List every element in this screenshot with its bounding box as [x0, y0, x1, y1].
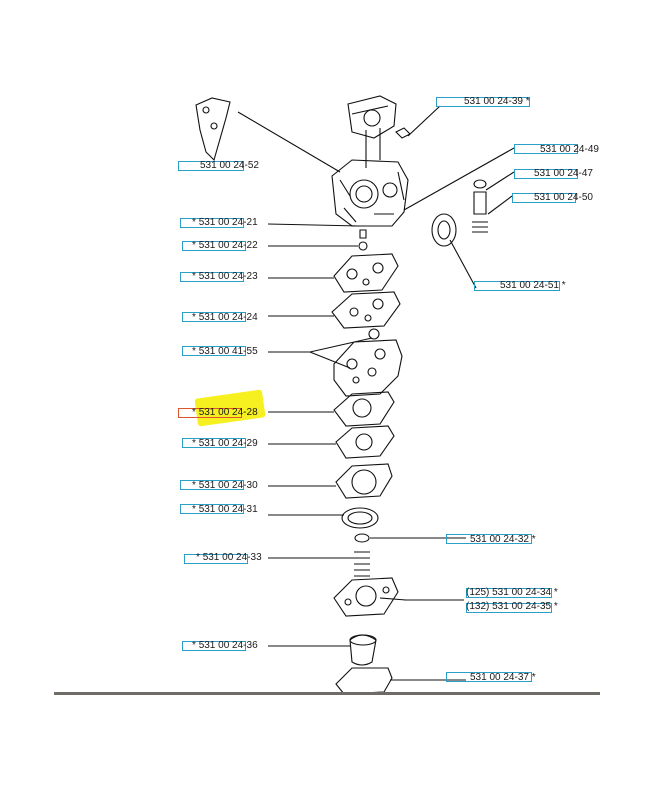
callout-box-c55[interactable] — [182, 346, 246, 356]
callout-text: 531 00 24-21 — [198, 217, 258, 228]
gasket-28 — [333, 391, 395, 427]
callout-text: 531 00 24-51 — [500, 280, 559, 291]
callout-box-c28-selected[interactable] — [178, 408, 242, 418]
callout-c39[interactable]: 531 00 24-39 * — [464, 96, 530, 108]
callout-star: * — [192, 640, 196, 651]
callout-star: * — [192, 271, 196, 282]
callout-text: 531 00 24-37 — [470, 672, 529, 683]
top-cap-part — [347, 95, 397, 139]
callout-c30[interactable]: * 531 00 24-30 — [192, 480, 258, 492]
callout-star: * — [192, 407, 196, 418]
callout-box-c30[interactable] — [180, 480, 244, 490]
callout-text: 531 00 24-36 — [198, 640, 258, 651]
diaphragm-29 — [335, 425, 395, 459]
callout-box-c31[interactable] — [180, 504, 244, 514]
primer-cup-36 — [349, 634, 377, 666]
callout-text: 531 00 24-28 — [198, 407, 258, 418]
callout-c35[interactable]: (132) 531 00 24-35 * — [466, 601, 558, 613]
callout-c24[interactable]: * 531 00 24-24 — [192, 312, 258, 324]
page-bottom-rule — [54, 692, 600, 695]
callout-c21[interactable]: * 531 00 24-21 — [192, 217, 258, 229]
callout-c49[interactable]: 531 00 24-49 — [540, 144, 599, 156]
callout-text: 531 00 24-23 — [198, 271, 258, 282]
callout-box-c22[interactable] — [182, 241, 246, 251]
callout-text: (125) 531 00 24-34 — [466, 587, 552, 598]
callout-box-c21[interactable] — [180, 218, 244, 228]
spring-33 — [354, 551, 370, 577]
callout-text: 531 00 24-24 — [198, 312, 258, 323]
callout-box-c50[interactable] — [512, 193, 576, 203]
callout-box-c24[interactable] — [182, 312, 246, 322]
callout-star: * — [192, 438, 196, 449]
cover-30 — [335, 463, 393, 499]
callout-c37[interactable]: 531 00 24-37 * — [470, 672, 536, 684]
bracket-part — [195, 97, 231, 162]
callout-box-c32[interactable] — [446, 534, 532, 544]
metering-body-part — [333, 339, 403, 397]
callout-star: * — [196, 552, 200, 563]
callout-c29[interactable]: * 531 00 24-29 — [192, 438, 258, 450]
callout-star: * — [192, 504, 196, 515]
callout-star: * — [531, 672, 536, 683]
callout-text: (132) 531 00 24-35 — [466, 601, 552, 612]
gasket-23 — [333, 253, 399, 293]
callout-box-c51[interactable] — [474, 281, 560, 291]
callout-c50[interactable]: 531 00 24-50 — [534, 192, 593, 204]
callout-box-c49[interactable] — [514, 144, 578, 154]
callout-star: * — [192, 240, 196, 251]
callout-text: 531 00 24-50 — [534, 192, 593, 203]
callout-c55[interactable]: * 531 00 41-55 — [192, 346, 258, 358]
callout-box-c47[interactable] — [514, 169, 578, 179]
callout-c28[interactable]: * 531 00 24-28 — [192, 407, 258, 419]
callout-c34[interactable]: (125) 531 00 24-34 * — [466, 587, 558, 599]
callout-star: * — [192, 217, 196, 228]
callout-text: 531 00 24-33 — [202, 552, 262, 563]
carburetor-body-part — [331, 159, 409, 227]
callout-star: * — [192, 312, 196, 323]
callout-c32[interactable]: 531 00 24-32 * — [470, 534, 536, 546]
callout-c36[interactable]: * 531 00 24-36 — [192, 640, 258, 652]
callout-box-c23[interactable] — [180, 272, 244, 282]
callout-star: * — [525, 96, 530, 107]
callout-c31[interactable]: * 531 00 24-31 — [192, 504, 258, 516]
callout-c47[interactable]: 531 00 24-47 — [534, 168, 593, 180]
callout-c22[interactable]: * 531 00 24-22 — [192, 240, 258, 252]
callout-box-c37[interactable] — [446, 672, 532, 682]
callout-box-c34[interactable] — [466, 588, 552, 598]
callout-box-c35[interactable] — [466, 603, 552, 613]
callout-text: 531 00 24-32 — [470, 534, 529, 545]
callout-text: 531 00 24-29 — [198, 438, 258, 449]
callout-text: 531 00 24-49 — [540, 144, 599, 155]
callout-c52[interactable]: 531 00 24-52 — [200, 160, 259, 172]
callout-text: 531 00 24-22 — [198, 240, 258, 251]
plate-37 — [335, 667, 393, 695]
callout-star: * — [553, 587, 558, 598]
callout-star: * — [531, 534, 536, 545]
callout-box-c29[interactable] — [182, 438, 246, 448]
callout-text: 531 00 24-39 — [464, 96, 523, 107]
callout-c51[interactable]: 531 00 24-51 * — [500, 280, 566, 292]
callout-text: 531 00 24-47 — [534, 168, 593, 179]
callout-star: * — [561, 280, 566, 291]
callout-box-c36[interactable] — [182, 641, 246, 651]
callout-box-c52[interactable] — [178, 161, 244, 171]
callout-text: 531 00 41-55 — [198, 346, 258, 357]
gasket-24 — [331, 291, 401, 329]
callout-text: 531 00 24-31 — [198, 504, 258, 515]
callout-star: * — [192, 346, 196, 357]
callout-star: * — [192, 480, 196, 491]
callout-box-c39[interactable] — [436, 97, 530, 107]
callout-c23[interactable]: * 531 00 24-23 — [192, 271, 258, 283]
callout-text: 531 00 24-52 — [200, 160, 259, 171]
callout-c33[interactable]: * 531 00 24-33 — [196, 552, 262, 564]
callout-text: 531 00 24-30 — [198, 480, 258, 491]
callout-box-c33[interactable] — [184, 554, 248, 564]
callout-star: * — [553, 601, 558, 612]
pump-body-part — [333, 577, 399, 617]
